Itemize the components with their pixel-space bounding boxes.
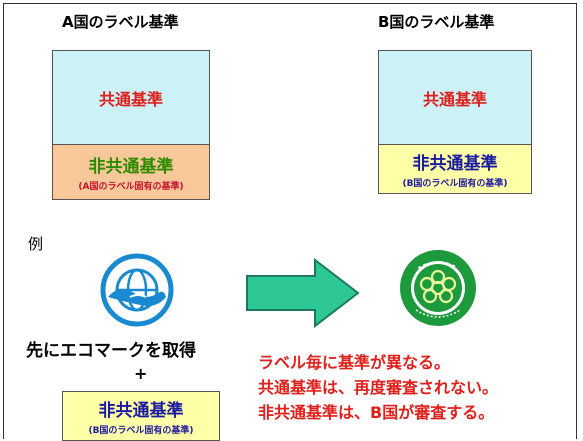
note-line-2: 共通基準は、再度審査されない。	[258, 378, 499, 397]
bottom-noncommon-box: 非共通基準 (B国のラベル固有の基準)	[62, 391, 220, 441]
a-label-title: A国のラベル基準	[62, 13, 179, 31]
plus-sign: +	[134, 364, 148, 383]
right-arrow-icon	[246, 258, 360, 328]
a-noncommon-label: 非共通基準	[88, 157, 174, 177]
eco-text: 先にエコマークを取得	[26, 341, 196, 361]
note-line-3: 非共通基準は、B国が審査する。	[258, 403, 495, 422]
b-noncommon-label: 非共通基準	[412, 154, 498, 174]
china-environmental-label-icon	[400, 250, 476, 326]
b-common-box: 共通基準	[378, 50, 532, 145]
example-label: 例	[28, 235, 44, 253]
a-common-label: 共通基準	[98, 89, 163, 109]
a-noncommon-sub: (A国のラベル固有の基準)	[78, 182, 184, 192]
ecomark-icon	[100, 253, 174, 327]
b-label-title: B国のラベル基準	[378, 13, 495, 31]
b-noncommon-sub: (B国のラベル固有の基準)	[402, 179, 508, 189]
a-common-box: 共通基準	[52, 50, 210, 145]
b-common-label: 共通基準	[422, 89, 487, 109]
a-noncommon-box: 非共通基準 (A国のラベル固有の基準)	[52, 144, 210, 200]
b-noncommon-box: 非共通基準 (B国のラベル固有の基準)	[378, 144, 532, 194]
bottom-noncommon-label: 非共通基準	[98, 401, 184, 421]
bottom-noncommon-sub: (B国のラベル固有の基準)	[88, 426, 194, 436]
diagram-frame	[3, 3, 577, 439]
note-line-1: ラベル毎に基準が異なる。	[258, 353, 451, 372]
